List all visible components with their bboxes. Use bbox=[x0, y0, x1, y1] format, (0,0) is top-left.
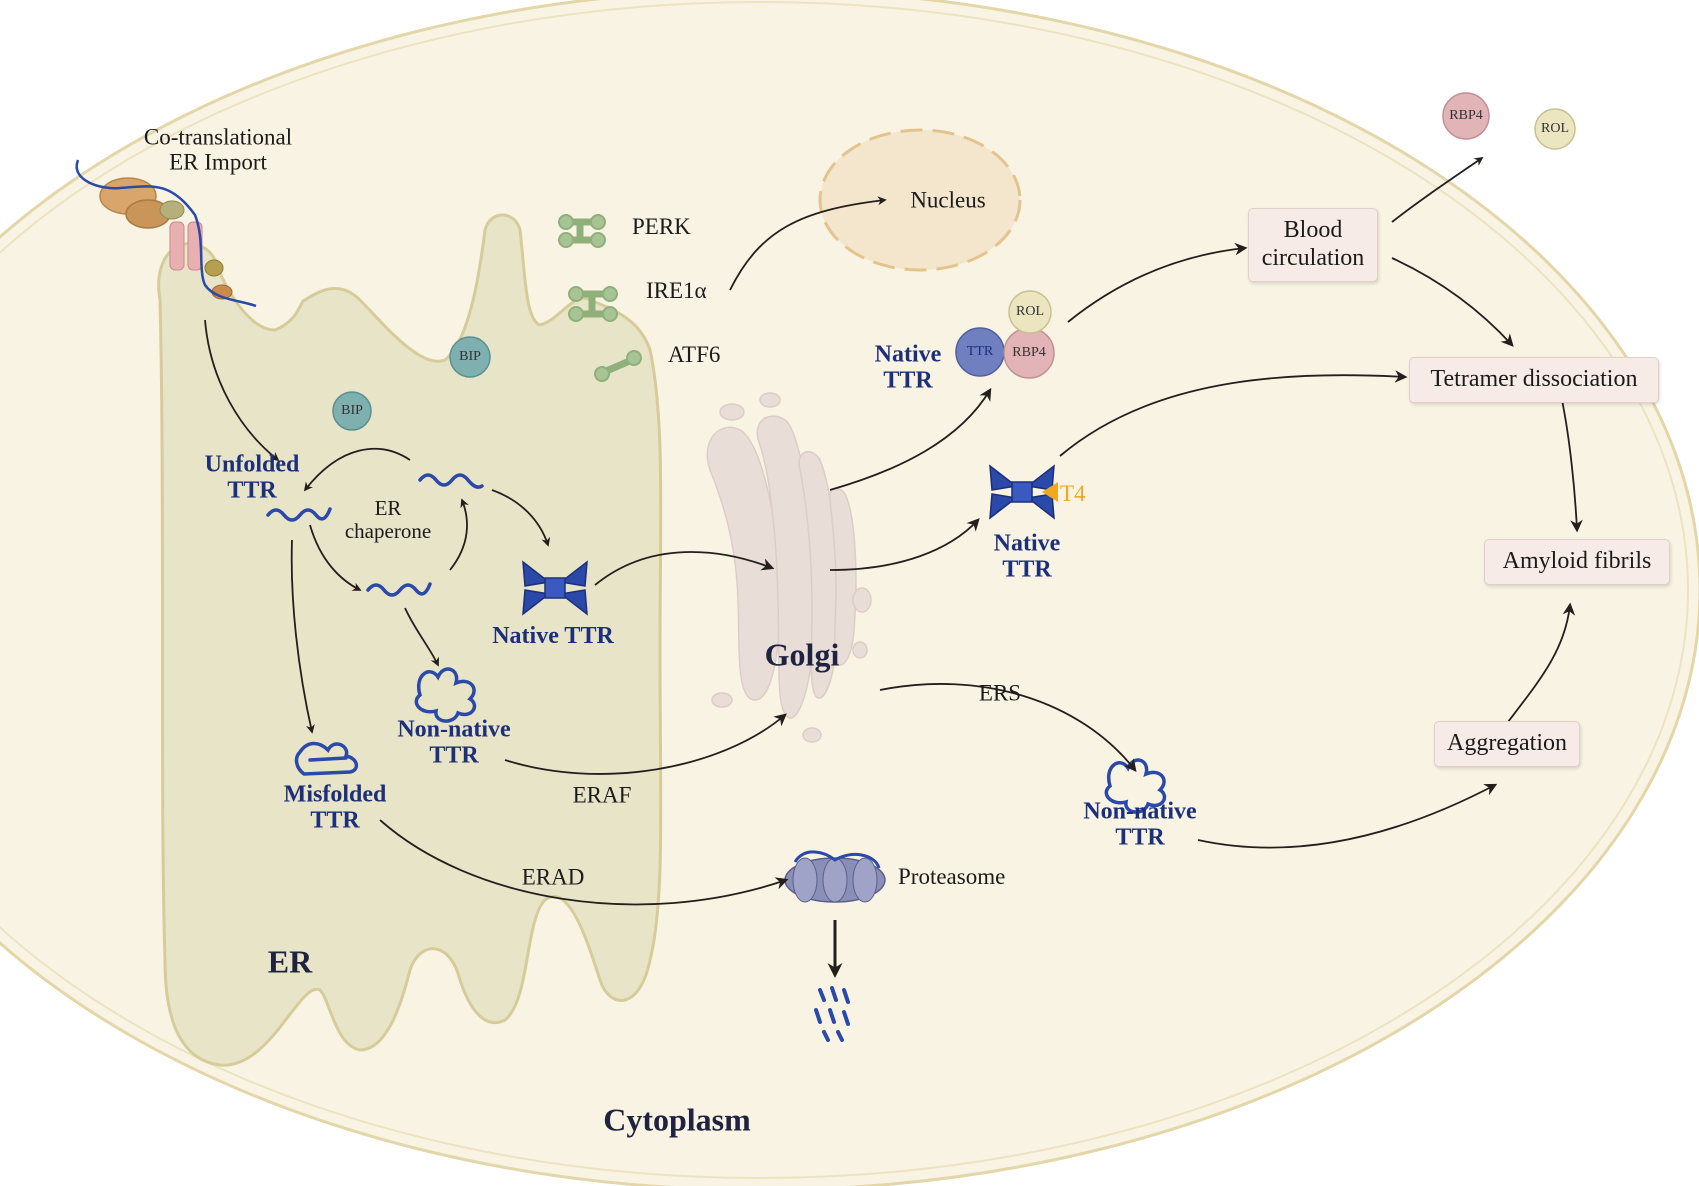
rol-free-label: ROL bbox=[1541, 121, 1569, 136]
cytoplasm-label: Cytoplasm bbox=[603, 1101, 751, 1138]
arrow-cycle-top bbox=[303, 447, 411, 492]
proteasome bbox=[784, 850, 886, 903]
arrow-t4-to-tetramer bbox=[1059, 370, 1408, 457]
arrow-blood-to-tetramer bbox=[1391, 257, 1514, 347]
non-native-ttr-er-blob bbox=[414, 667, 477, 723]
arrow-tetramer-to-amyloid bbox=[1561, 399, 1583, 533]
arrow-unfolded-to-chain bbox=[309, 524, 362, 591]
ers-label: ERS bbox=[978, 680, 1022, 706]
unfolded-chain-2 bbox=[418, 473, 484, 489]
unfolded-chain-3 bbox=[366, 582, 432, 597]
native-ttr-tetramer-t4 bbox=[989, 464, 1055, 520]
ire1a-label: IRE1α bbox=[646, 278, 707, 303]
amyloid-fibrils-box: Amyloid fibrils bbox=[1484, 539, 1670, 585]
rol-sphere-label: ROL bbox=[1016, 304, 1044, 319]
rol-sphere bbox=[1008, 290, 1052, 334]
native-ttr-er-label: Native TTR bbox=[492, 622, 614, 649]
arrow-import-to-unfolded bbox=[204, 319, 280, 462]
er-organelle bbox=[157, 213, 663, 1067]
arrow-golgi-to-t4 bbox=[829, 518, 980, 571]
rbp4-sphere-label: RBP4 bbox=[1012, 345, 1046, 360]
golgi-label: Golgi bbox=[764, 636, 840, 673]
bip-label-2: BIP bbox=[341, 403, 363, 418]
tetramer-dissociation-box: Tetramer dissociation bbox=[1409, 357, 1659, 403]
ttr-sphere-label: TTR bbox=[966, 344, 994, 359]
arrow-non-native-to-aggregation bbox=[1197, 783, 1498, 849]
native-ttr-tetramer-er bbox=[522, 560, 588, 616]
nucleus-label: Nucleus bbox=[910, 187, 986, 213]
arrow-ers bbox=[879, 683, 1137, 772]
arrow-ire1a-to-nucleus bbox=[729, 196, 887, 291]
nucleus-organelle bbox=[818, 128, 1022, 272]
rol-free-sphere bbox=[1534, 108, 1576, 150]
arrow-erad bbox=[379, 819, 789, 906]
arrow-chain-to-non-native bbox=[404, 607, 440, 667]
rbp4-free-label: RBP4 bbox=[1449, 108, 1483, 123]
bip-label-1: BIP bbox=[459, 349, 481, 364]
arrow-native-to-golgi bbox=[594, 551, 775, 586]
t4-label: T4 bbox=[1060, 481, 1086, 506]
arrow-golgi-to-sphere bbox=[829, 387, 992, 491]
unfolded-chain-1 bbox=[266, 507, 332, 522]
arrow-chain-to-native bbox=[491, 489, 551, 547]
proteasome-label: Proteasome bbox=[898, 864, 1006, 889]
receptor-perk bbox=[558, 214, 606, 248]
t4-ligand bbox=[1042, 482, 1058, 502]
bip-molecule-1 bbox=[449, 336, 491, 378]
arrow-eraf bbox=[504, 713, 787, 775]
arrow-aggregation-to-amyloid bbox=[1507, 602, 1576, 723]
ribosome bbox=[75, 159, 257, 308]
arrow-sphere-to-blood bbox=[1067, 242, 1248, 323]
er-label: ER bbox=[267, 943, 313, 980]
atf6-label: ATF6 bbox=[668, 342, 721, 367]
peptide-fragments bbox=[814, 986, 850, 1042]
eraf-label: ERAF bbox=[572, 782, 632, 808]
bip-molecule-2 bbox=[332, 391, 372, 431]
rbp4-free-sphere bbox=[1442, 92, 1490, 140]
receptor-ire1a bbox=[568, 286, 618, 322]
erad-label: ERAD bbox=[521, 864, 585, 890]
receptor-atf6 bbox=[594, 350, 642, 382]
aggregation-box: Aggregation bbox=[1434, 721, 1580, 767]
perk-label: PERK bbox=[632, 214, 691, 239]
golgi-organelle bbox=[706, 392, 872, 743]
arrow-unfolded-to-misfolded bbox=[290, 539, 315, 734]
arrow-cycle-right bbox=[449, 498, 469, 571]
misfolded-ttr-blob bbox=[294, 741, 359, 776]
arrow-blood-to-rbp4 bbox=[1391, 156, 1484, 223]
